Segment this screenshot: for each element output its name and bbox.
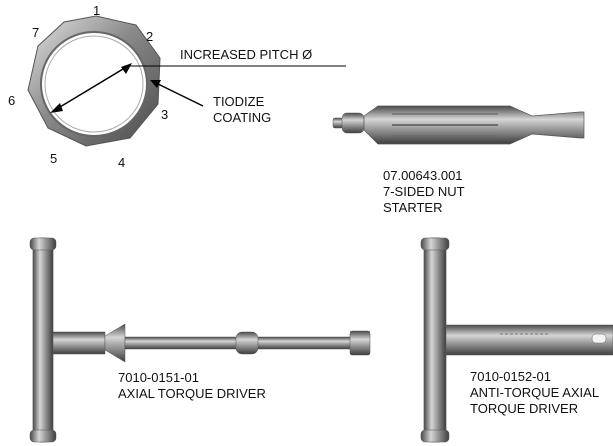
- anti-torque-part-number: 7010-0152-01: [470, 369, 551, 384]
- axial-torque-driver: [29, 237, 371, 443]
- pitch-label: INCREASED PITCH Ø: [180, 47, 313, 62]
- nut-side-1: 1: [93, 3, 101, 18]
- seven-sided-nut: [27, 15, 161, 147]
- coating-arrow: [150, 80, 204, 107]
- anti-torque-desc-line2: TORQUE DRIVER: [470, 401, 579, 416]
- nut-starter-tool: [332, 105, 585, 145]
- nut-starter-desc-line2: STARTER: [383, 200, 443, 215]
- axial-driver-part-number: 7010-0151-01: [118, 370, 199, 385]
- nut-side-5: 5: [50, 151, 58, 166]
- anti-torque-desc-line1: ANTI-TORQUE AXIAL: [470, 385, 600, 400]
- nut-side-2: 2: [146, 29, 154, 44]
- nut-side-3: 3: [161, 107, 169, 122]
- nut-side-7: 7: [32, 25, 40, 40]
- anti-torque-axial-torque-driver: [420, 237, 613, 443]
- nut-side-4: 4: [118, 155, 126, 170]
- nut-starter-desc-line1: 7-SIDED NUT: [383, 184, 465, 199]
- nut-side-6: 6: [8, 93, 16, 108]
- coating-label-line2: COATING: [213, 110, 272, 125]
- coating-label-line1: TIODIZE: [213, 94, 265, 109]
- axial-driver-desc-line1: AXIAL TORQUE DRIVER: [118, 386, 266, 401]
- nut-starter-part-number: 07.00643.001: [383, 168, 463, 183]
